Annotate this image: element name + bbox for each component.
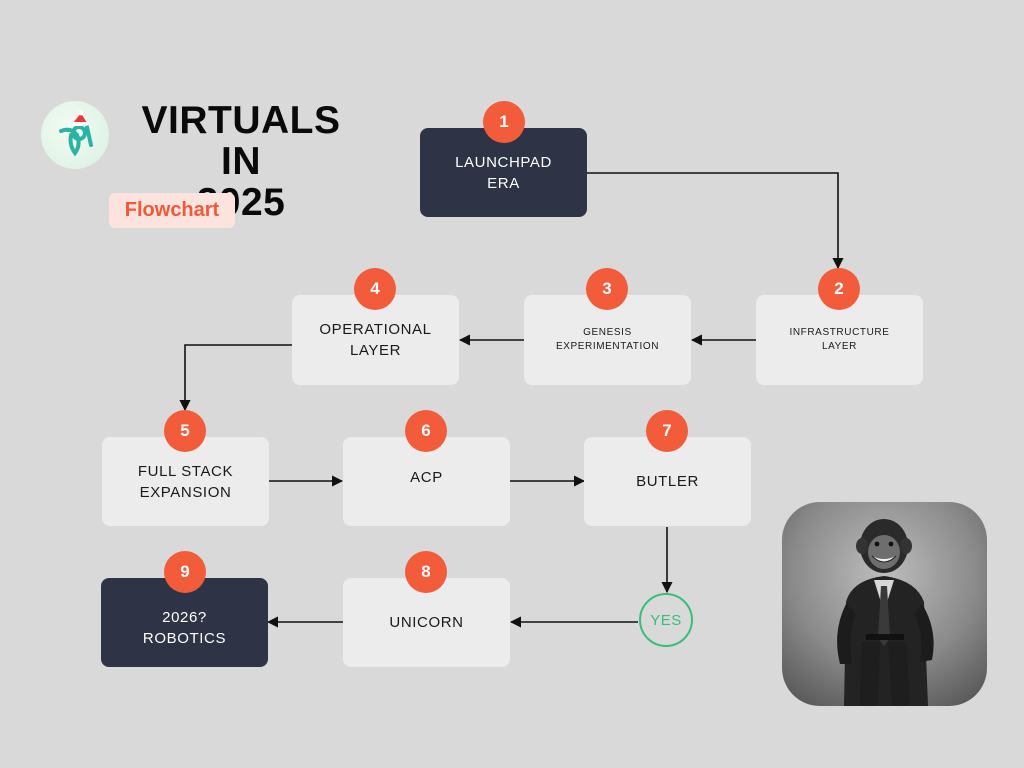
step-7-label: BUTLER — [636, 473, 699, 490]
title-line-1: VIRTUALS IN — [141, 99, 341, 183]
chimp-in-suit-photo — [782, 502, 987, 706]
step-3-label: GENESIS EXPERIMENTATION — [555, 327, 660, 352]
step-9-badge: 9 — [164, 551, 206, 593]
step-1-label: LAUNCHPAD ERA — [455, 153, 552, 192]
step-2-badge: 2 — [818, 268, 860, 310]
step-7-badge: 7 — [646, 410, 688, 452]
step-4-badge: 4 — [354, 268, 396, 310]
arrow-1-to-2 — [587, 172, 844, 270]
step-1-badge: 1 — [483, 101, 525, 143]
step-3-box: GENESIS EXPERIMENTATION — [524, 295, 691, 385]
step-5-label: FULL STACK EXPANSION — [137, 462, 234, 501]
step-2-label: INFRASTRUCTURE LAYER — [789, 327, 890, 352]
arrow-4-to-5 — [179, 344, 292, 412]
step-4-label: OPERATIONAL LAYER — [319, 321, 432, 359]
step-4-box: OPERATIONAL LAYER — [292, 295, 459, 385]
step-8-label: UNICORN — [389, 614, 464, 631]
step-8-badge: 8 — [405, 551, 447, 593]
decision-yes: YES — [639, 593, 693, 647]
step-3-badge: 3 — [586, 268, 628, 310]
step-9-label: 2026? ROBOTICS — [142, 608, 227, 647]
virtuals-logo-icon — [41, 101, 109, 169]
step-6-badge: 6 — [405, 410, 447, 452]
step-6-label: ACP — [410, 469, 443, 486]
flowchart-tag: Flowchart — [109, 193, 235, 228]
step-2-box: INFRASTRUCTURE LAYER — [756, 295, 923, 385]
step-5-badge: 5 — [164, 410, 206, 452]
